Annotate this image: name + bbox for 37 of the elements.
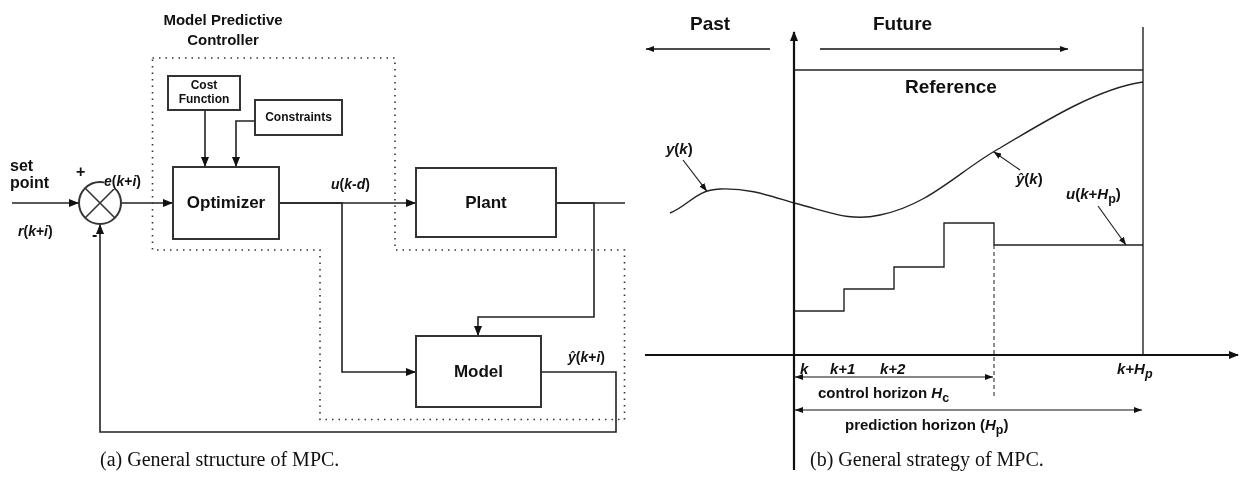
region-label: Past [690,14,731,35]
tick-label: k [800,361,809,378]
edge-label: ŷ(k+i) [568,350,605,366]
reference-label: Reference [905,77,997,98]
constraints-box: Constraints [254,99,343,136]
region-label: Future [873,14,933,35]
optimizer-box: Optimizer [172,166,280,240]
horizon-label: prediction horizon (H$_{p}$) [845,417,1009,438]
tick-label: k+1 [830,361,856,378]
signal-label: ŷ(k) [1016,170,1058,190]
arrow [96,224,617,433]
arrow [11,199,79,207]
horizon-label: control horizon H$_{c}$ [818,385,950,406]
arrow [474,202,595,336]
sign-label: + [76,163,86,181]
plant-box: Plant [415,167,557,238]
control-signal-line [793,222,1144,312]
tick-label: k+2 [880,361,906,378]
leader-line [993,151,1021,171]
sign-label: - [92,226,98,244]
leader-line [1097,205,1127,246]
figure-caption: (b) General strategy of MPC. [810,448,1044,470]
arrow [201,110,209,167]
leader-line [682,159,708,192]
arrow [279,202,416,376]
signal-label: u(k+H$_{p}$) [1066,185,1134,206]
cost-function-box: Cost Function [167,75,241,111]
group-title: Model Predictive Controller [162,10,284,49]
figure-caption: (a) General structure of MPC. [100,448,340,470]
predicted-output-curve [793,81,1144,219]
arrow [121,199,173,207]
signal-label: y(k) [666,140,708,160]
edge-label: u(k-d) [331,177,370,193]
measured-output-curve [669,188,795,214]
arrow [232,120,255,167]
model-box: Model [415,335,542,408]
edge-label: e(k+i) [104,174,141,190]
